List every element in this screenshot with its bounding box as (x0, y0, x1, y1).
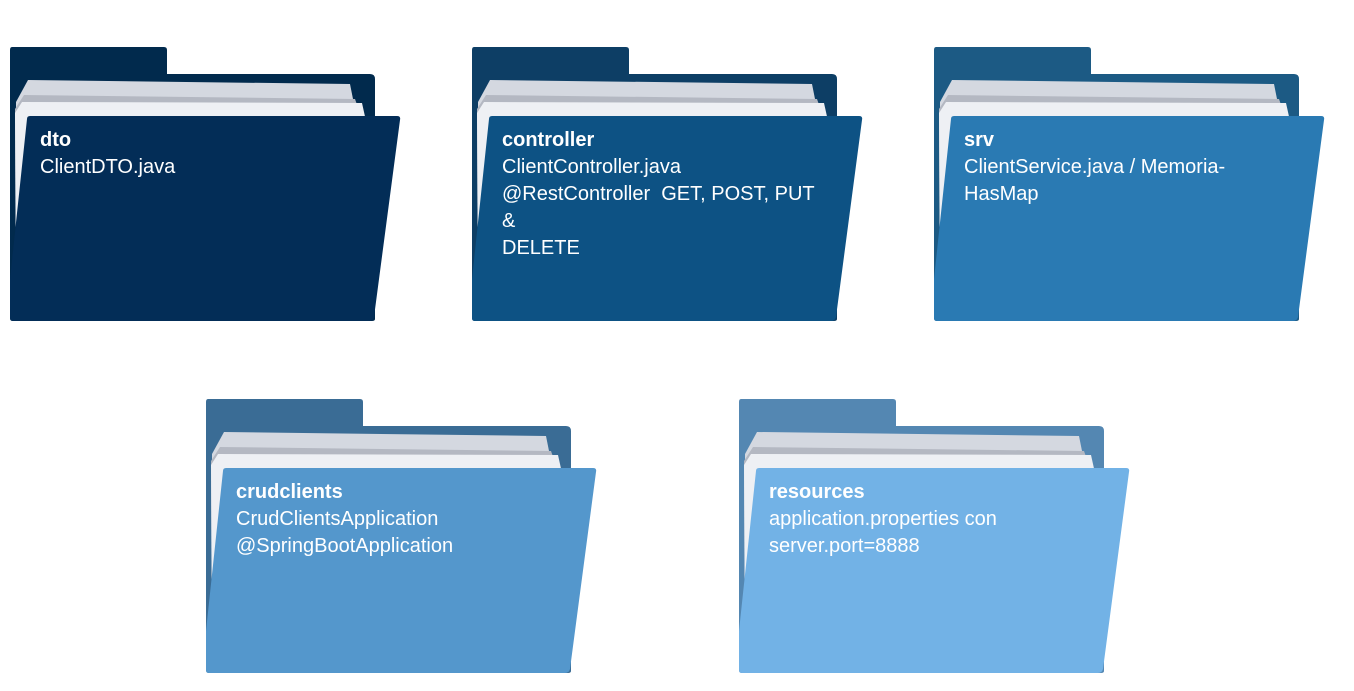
folder-dto: dto ClientDTO.java (10, 47, 410, 327)
folder-controller-icon (472, 47, 863, 321)
folder-resources-line-2: server.port=8888 (769, 535, 920, 557)
folder-resources-title: resources (769, 481, 865, 503)
folder-front-panel (934, 116, 1325, 321)
folder-controller-title: controller (502, 129, 595, 151)
folder-controller-line-3: DELETE (502, 237, 580, 259)
folder-srv-line-2: HasMap (964, 183, 1039, 205)
folder-controller-line-1: ClientController.java (502, 156, 681, 178)
folder-crudclients-icon (206, 399, 597, 673)
folder-resources-icon (739, 399, 1130, 673)
folder-dto-title: dto (40, 129, 72, 151)
folder-srv-line-1: ClientService.java / Memoria- (964, 156, 1226, 178)
folder-crudclients: crudclients CrudClientsApplication @Spri… (206, 399, 606, 679)
folder-resources-line-1: application.properties con (769, 508, 997, 530)
folder-front-panel (10, 116, 401, 321)
folder-srv-icon (934, 47, 1325, 321)
folder-srv: srv ClientService.java / Memoria- HasMap (934, 47, 1334, 327)
folder-front-panel (206, 468, 597, 673)
folder-controller-line-2: @RestController GET, POST, PUT & (502, 183, 820, 232)
folder-resources: resources application.properties con ser… (739, 399, 1139, 679)
folder-dto-icon (10, 47, 401, 321)
folder-crudclients-title: crudclients (236, 481, 343, 503)
folder-srv-title: srv (964, 129, 995, 151)
folder-front-panel (739, 468, 1130, 673)
folder-controller: controller ClientController.java @RestCo… (472, 47, 872, 327)
folder-dto-line-1: ClientDTO.java (40, 156, 176, 178)
folder-crudclients-line-2: @SpringBootApplication (236, 535, 454, 557)
folder-front-panel (472, 116, 863, 321)
folder-crudclients-line-1: CrudClientsApplication (236, 508, 439, 530)
